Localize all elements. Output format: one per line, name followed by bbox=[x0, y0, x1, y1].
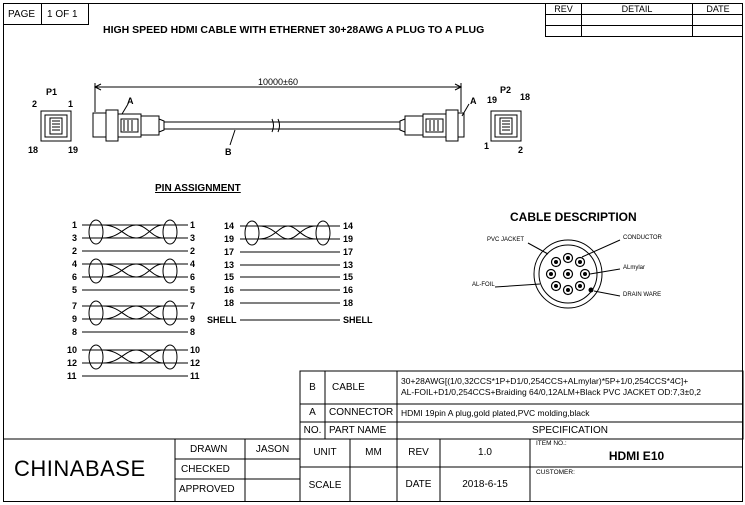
p2-pin-bottom-right: 2 bbox=[518, 145, 524, 155]
pin-label: 1 bbox=[72, 220, 78, 230]
page-box: PAGE 1 OF 1 bbox=[3, 3, 89, 25]
drawing-frame bbox=[3, 3, 743, 502]
row-b-spec-2: AL-FOIL+D1/0,254CCS+Braiding 64/0,12ALM+… bbox=[401, 387, 702, 397]
unit-label: UNIT bbox=[313, 447, 337, 458]
pin-label: 18 bbox=[224, 298, 235, 308]
pin-label: SHELL bbox=[207, 315, 237, 325]
pin-label: 10 bbox=[190, 345, 201, 355]
pin-label: 4 bbox=[190, 259, 196, 269]
pin-label: 10 bbox=[67, 345, 78, 355]
pin-label: 3 bbox=[190, 233, 196, 243]
pin-label: 11 bbox=[67, 371, 77, 381]
p2-pin-top-left: 19 bbox=[487, 95, 498, 105]
date-label: DATE bbox=[405, 479, 432, 490]
p2-pin-bottom-left: 1 bbox=[484, 141, 490, 151]
pin-label: 15 bbox=[224, 272, 235, 282]
p2-pin-top-right: 18 bbox=[520, 92, 531, 102]
item-no-value: HDMI E10 bbox=[608, 449, 665, 463]
header-no: NO. bbox=[303, 425, 322, 436]
pin-label: 2 bbox=[72, 246, 78, 256]
drawn-label: DRAWN bbox=[190, 444, 228, 455]
pin-label: 12 bbox=[67, 358, 78, 368]
pin-assignment-title: PIN ASSIGNMENT bbox=[155, 183, 241, 194]
length-dimension: 10000±60 bbox=[258, 77, 298, 87]
p1-pin-top-left: 2 bbox=[32, 99, 38, 109]
p1-label: P1 bbox=[46, 87, 58, 97]
pin-label: 14 bbox=[343, 221, 354, 231]
pin-label: 18 bbox=[343, 298, 354, 308]
rev-header: REV bbox=[554, 4, 573, 14]
drain-ware-label: DRAIN WARE bbox=[623, 292, 662, 298]
date-value: 2018-6-15 bbox=[462, 479, 508, 490]
pin-label: SHELL bbox=[343, 315, 373, 325]
label-a-right: A bbox=[470, 96, 477, 106]
p1-pin-top-right: 1 bbox=[68, 99, 74, 109]
pin-label: 6 bbox=[72, 272, 78, 282]
page-title: HIGH SPEED HDMI CABLE WITH ETHERNET 30+2… bbox=[103, 24, 485, 36]
pin-label: 13 bbox=[343, 260, 354, 270]
pin-label: 2 bbox=[190, 246, 196, 256]
pin-label: 13 bbox=[224, 260, 235, 270]
pin-label: 16 bbox=[224, 285, 235, 295]
p1-pin-bottom-left: 18 bbox=[28, 145, 39, 155]
pin-label: 17 bbox=[343, 247, 354, 257]
pin-label: 16 bbox=[343, 285, 354, 295]
pin-label: 9 bbox=[190, 314, 196, 324]
pin-label: 5 bbox=[72, 285, 78, 295]
p1-pin-bottom-right: 19 bbox=[68, 145, 79, 155]
pin-label: 7 bbox=[72, 301, 78, 311]
revision-table: REV DETAIL DATE bbox=[545, 3, 743, 37]
pin-label: 14 bbox=[224, 221, 235, 231]
checked-label: CHECKED bbox=[181, 464, 230, 475]
pin-label: 19 bbox=[224, 234, 235, 244]
row-a-spec: HDMI 19pin A plug,gold plated,PVC moldin… bbox=[401, 408, 590, 418]
pin-label: 15 bbox=[343, 272, 354, 282]
unit-value: MM bbox=[365, 447, 382, 458]
item-no-label: ITEM NO.: bbox=[536, 440, 567, 447]
approved-label: APPROVED bbox=[179, 484, 235, 495]
pin-label: 12 bbox=[190, 358, 201, 368]
p2-label: P2 bbox=[500, 85, 512, 95]
conductor-label: CONDUCTOR bbox=[623, 235, 662, 241]
header-spec: SPECIFICATION bbox=[532, 425, 608, 436]
pin-label: 19 bbox=[343, 234, 354, 244]
pin-label: 3 bbox=[72, 233, 78, 243]
pin-label: 6 bbox=[190, 272, 196, 282]
almylar-label: ALmylar bbox=[623, 265, 646, 271]
pin-label: 8 bbox=[72, 327, 78, 337]
pin-label: 5 bbox=[190, 285, 196, 295]
label-b: B bbox=[225, 147, 232, 157]
pin-label: 4 bbox=[72, 259, 78, 269]
pin-label: 8 bbox=[190, 327, 196, 337]
drawn-value: JASON bbox=[255, 444, 290, 455]
date-header: DATE bbox=[706, 4, 730, 14]
row-a-item: A bbox=[309, 407, 316, 418]
page-value: 1 OF 1 bbox=[47, 9, 78, 20]
row-b-item: B bbox=[309, 382, 316, 393]
rev-value: 1.0 bbox=[478, 447, 492, 458]
pin-label: 11 bbox=[190, 371, 200, 381]
header-part: PART NAME bbox=[329, 425, 387, 436]
customer-label: CUSTOMER: bbox=[536, 469, 575, 476]
pin-label: 9 bbox=[72, 314, 78, 324]
company-name: CHINABASE bbox=[14, 456, 146, 481]
pin-label: 1 bbox=[190, 220, 196, 230]
row-a-name: CONNECTOR bbox=[329, 407, 394, 418]
al-foil-label: AL-FOIL bbox=[472, 282, 495, 288]
scale-label: SCALE bbox=[308, 480, 342, 491]
rev-label: REV bbox=[408, 447, 429, 458]
row-b-spec-1: 30+28AWG[(1/0,32CCS*1P+D1/0,254CCS+ALmyl… bbox=[401, 376, 689, 386]
label-a-left: A bbox=[127, 96, 134, 106]
row-b-name: CABLE bbox=[332, 382, 365, 393]
pin-label: 17 bbox=[224, 247, 235, 257]
page-label: PAGE bbox=[8, 9, 36, 20]
pin-label: 7 bbox=[190, 301, 196, 311]
cable-description-title: CABLE DESCRIPTION bbox=[510, 210, 637, 224]
pvc-jacket-label: PVC JACKET bbox=[487, 237, 525, 243]
detail-header: DETAIL bbox=[621, 4, 653, 14]
